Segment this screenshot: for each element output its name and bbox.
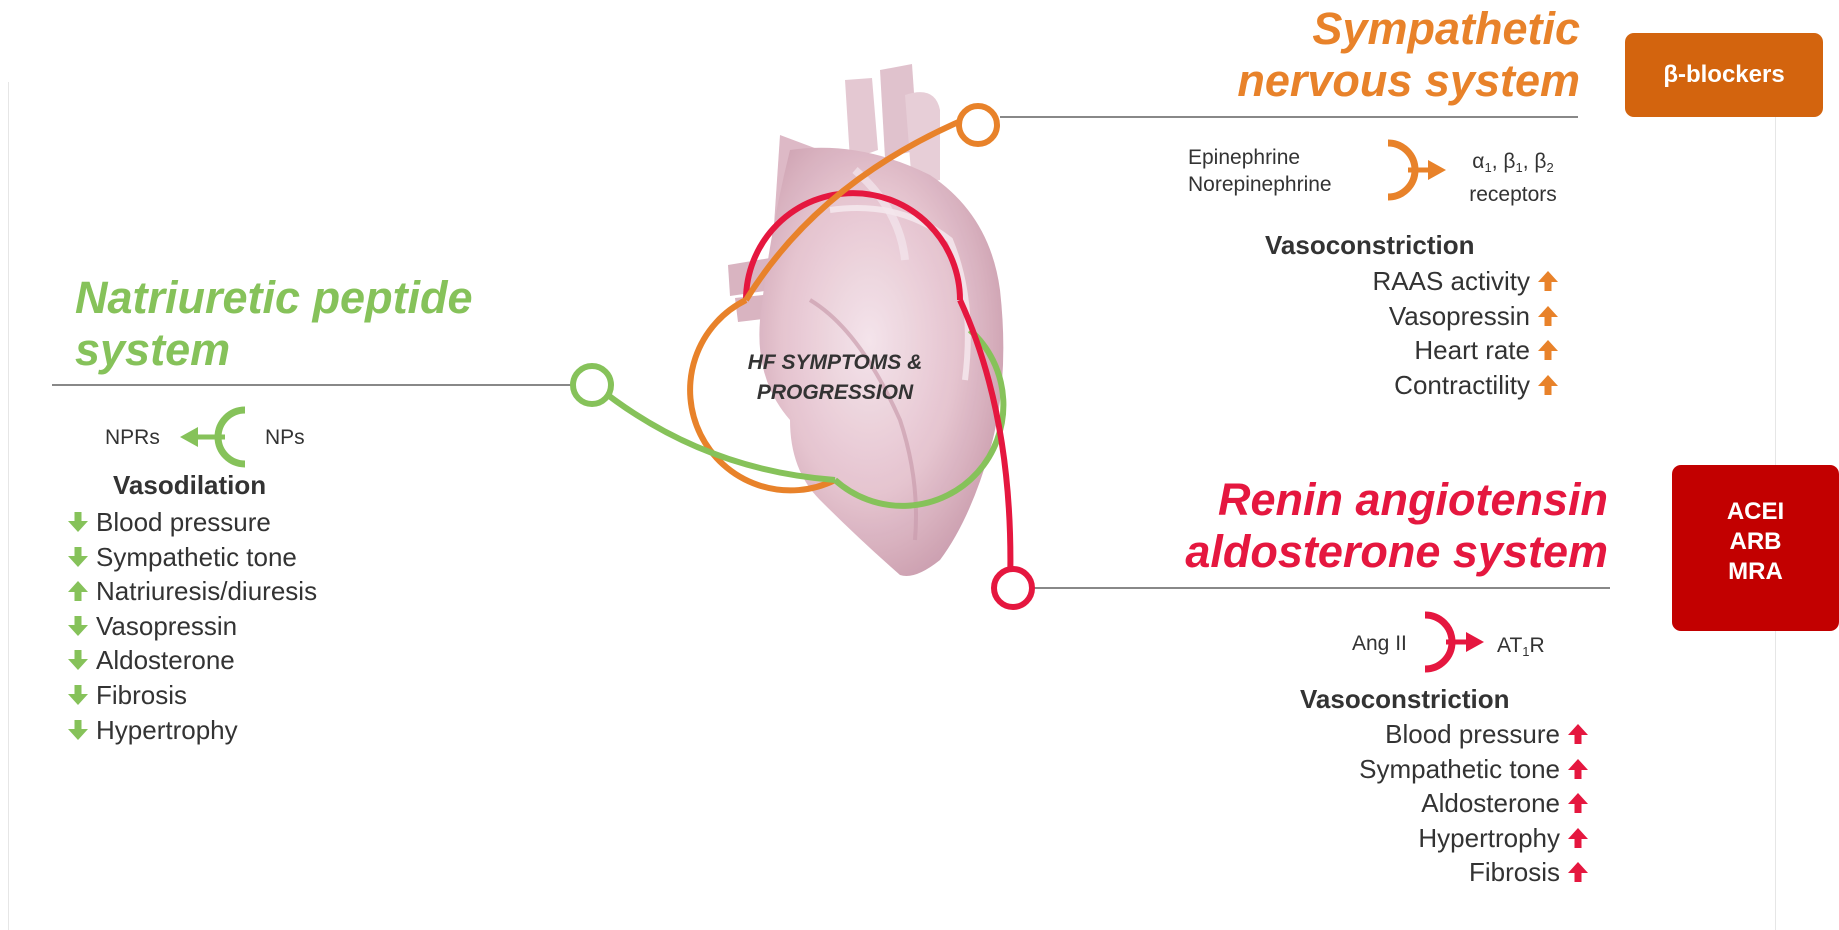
arrow-up-icon — [1536, 269, 1560, 293]
raas-heading: Vasoconstriction — [1300, 684, 1510, 715]
effect-label: Fibrosis — [96, 680, 187, 710]
effect-label: Hypertrophy — [1418, 823, 1560, 853]
effect-label: Contractility — [1394, 370, 1530, 400]
arrow-up-icon — [1536, 373, 1560, 397]
center-label-line1: HF SYMPTOMS & — [720, 348, 950, 378]
raas-node — [994, 569, 1032, 607]
effect-label: Hypertrophy — [96, 715, 238, 745]
effect-item: RAAS activity — [1230, 264, 1560, 299]
sympathetic-ligands: Epinephrine Norepinephrine — [1188, 144, 1368, 198]
effect-item: Vasopressin — [1230, 299, 1560, 334]
natriuretic-ligand: NPs — [265, 424, 305, 451]
sympathetic-node — [959, 106, 997, 144]
effect-label: Sympathetic tone — [96, 542, 297, 572]
arrow-down-icon — [66, 510, 90, 534]
sympathetic-title-line2: nervous system — [1060, 55, 1580, 107]
effect-label: Sympathetic tone — [1359, 754, 1560, 784]
natriuretic-heading: Vasodilation — [113, 470, 266, 501]
effect-item: Heart rate — [1230, 333, 1560, 368]
sympathetic-title: Sympathetic nervous system — [1060, 3, 1580, 107]
effect-item: Blood pressure — [1260, 717, 1590, 752]
natriuretic-binding-icon — [180, 410, 245, 464]
arrow-down-icon — [66, 614, 90, 638]
receptor-label: receptors — [1448, 181, 1578, 208]
drug-arb: ARB — [1672, 527, 1839, 557]
arrow-down-icon — [66, 648, 90, 672]
effect-item: Natriuresis/diuresis — [66, 574, 426, 609]
beta-blockers-badge: β-blockers — [1625, 33, 1823, 117]
effect-label: RAAS activity — [1373, 266, 1531, 296]
raas-ligand: Ang II — [1352, 630, 1407, 657]
sympathetic-receptors: α1, β1, β2 receptors — [1448, 148, 1578, 208]
effect-item: Blood pressure — [66, 505, 426, 540]
ligand-norepinephrine: Norepinephrine — [1188, 171, 1368, 198]
raas-binding-icon — [1425, 615, 1484, 669]
effect-item: Fibrosis — [66, 678, 426, 713]
raas-drugs-badge: ACEI ARB MRA — [1672, 465, 1839, 631]
effect-item: Aldosterone — [1260, 786, 1590, 821]
center-label: HF SYMPTOMS & PROGRESSION — [720, 348, 950, 408]
ligand-epinephrine: Epinephrine — [1188, 144, 1368, 171]
natriuretic-title-line1: Natriuretic peptide — [75, 272, 595, 324]
arrow-up-icon — [1566, 791, 1590, 815]
effect-label: Blood pressure — [1385, 719, 1560, 749]
natriuretic-receptor: NPRs — [105, 424, 160, 451]
effect-item: Fibrosis — [1260, 855, 1590, 890]
sympathetic-heading: Vasoconstriction — [1265, 230, 1475, 261]
arrow-down-icon — [66, 718, 90, 742]
arrow-up-icon — [1536, 338, 1560, 362]
effect-item: Sympathetic tone — [66, 540, 426, 575]
center-label-line2: PROGRESSION — [720, 378, 950, 408]
arrow-up-icon — [1566, 722, 1590, 746]
natriuretic-title: Natriuretic peptide system — [75, 272, 595, 376]
arrow-up-icon — [66, 579, 90, 603]
effect-item: Hypertrophy — [66, 713, 426, 748]
arrow-up-icon — [1536, 304, 1560, 328]
effect-label: Vasopressin — [96, 611, 237, 641]
effect-label: Natriuresis/diuresis — [96, 576, 317, 606]
raas-title-line2: aldosterone system — [1080, 526, 1608, 578]
effect-item: Hypertrophy — [1260, 821, 1590, 856]
effect-label: Fibrosis — [1469, 857, 1560, 887]
sympathetic-binding-icon — [1388, 143, 1446, 197]
effect-label: Vasopressin — [1389, 301, 1530, 331]
receptor-subtypes: α1, β1, β2 — [1448, 148, 1578, 181]
effect-label: Aldosterone — [96, 645, 235, 675]
drug-acei: ACEI — [1672, 497, 1839, 527]
natriuretic-title-line2: system — [75, 324, 595, 376]
arrow-down-icon — [66, 683, 90, 707]
sympathetic-title-line1: Sympathetic — [1060, 3, 1580, 55]
effect-item: Sympathetic tone — [1260, 752, 1590, 787]
raas-receptor: AT1R — [1497, 632, 1545, 665]
arrow-up-icon — [1566, 860, 1590, 884]
raas-title-line1: Renin angiotensin — [1080, 474, 1608, 526]
arrow-up-icon — [1566, 826, 1590, 850]
effect-label: Heart rate — [1414, 335, 1530, 365]
drug-mra: MRA — [1672, 557, 1839, 587]
raas-title: Renin angiotensin aldosterone system — [1080, 474, 1608, 578]
effect-label: Blood pressure — [96, 507, 271, 537]
effect-item: Contractility — [1230, 368, 1560, 403]
arrow-down-icon — [66, 545, 90, 569]
effect-label: Aldosterone — [1421, 788, 1560, 818]
effect-item: Vasopressin — [66, 609, 426, 644]
effect-item: Aldosterone — [66, 643, 426, 678]
arrow-up-icon — [1566, 757, 1590, 781]
